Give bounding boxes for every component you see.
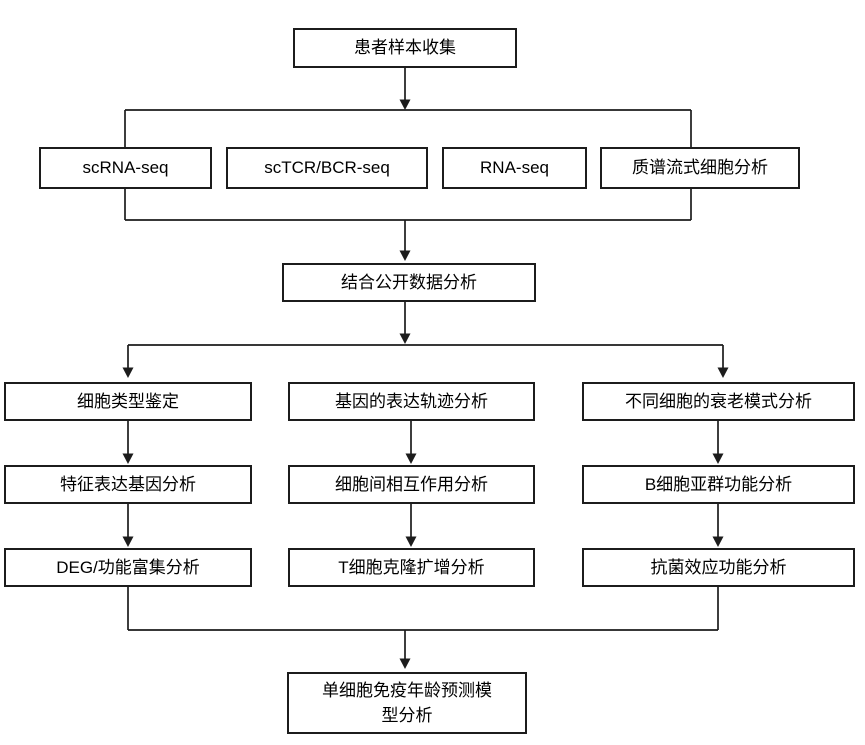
node-patient-sample-collection: 患者样本收集: [293, 28, 517, 68]
node-cell-interaction: 细胞间相互作用分析: [288, 465, 535, 504]
node-label: B细胞亚群功能分析: [644, 474, 793, 494]
node-gene-expression-trajectory: 基因的表达轨迹分析: [288, 382, 535, 421]
node-mass-cytometry: 质谱流式细胞分析: [600, 147, 800, 189]
node-label: 结合公开数据分析: [341, 272, 477, 292]
node-aging-patterns: 不同细胞的衰老模式分析: [582, 382, 855, 421]
node-label: 患者样本收集: [354, 38, 456, 58]
node-label: 质谱流式细胞分析: [632, 158, 768, 178]
node-public-data-analysis: 结合公开数据分析: [282, 263, 536, 302]
node-antibacterial-effect: 抗菌效应功能分析: [582, 548, 855, 587]
node-rna-seq: RNA-seq: [442, 147, 587, 189]
node-cell-type-identification: 细胞类型鉴定: [4, 382, 252, 421]
node-label: scRNA-seq: [82, 158, 169, 178]
node-label: 不同细胞的衰老模式分析: [625, 391, 812, 411]
node-label: 细胞类型鉴定: [77, 391, 179, 411]
node-t-cell-clonal-expansion: T细胞克隆扩增分析: [288, 548, 535, 587]
node-label: 细胞间相互作用分析: [335, 474, 488, 494]
node-immune-age-prediction-model: 单细胞免疫年龄预测模型分析: [287, 672, 527, 734]
node-sctcr-bcr-seq: scTCR/BCR-seq: [226, 147, 428, 189]
node-label: 基因的表达轨迹分析: [335, 391, 488, 411]
node-label: DEG/功能富集分析: [56, 557, 200, 577]
node-deg-enrichment: DEG/功能富集分析: [4, 548, 252, 587]
node-label: RNA-seq: [480, 158, 549, 178]
node-b-cell-subset-function: B细胞亚群功能分析: [582, 465, 855, 504]
node-label: 抗菌效应功能分析: [650, 557, 787, 577]
node-signature-gene-expression: 特征表达基因分析: [4, 465, 252, 504]
node-label: scTCR/BCR-seq: [264, 158, 390, 178]
node-scrna-seq: scRNA-seq: [39, 147, 212, 189]
node-label: 特征表达基因分析: [60, 474, 196, 494]
node-label: T细胞克隆扩增分析: [338, 557, 485, 577]
node-label: 单细胞免疫年龄预测模型分析: [322, 680, 492, 726]
